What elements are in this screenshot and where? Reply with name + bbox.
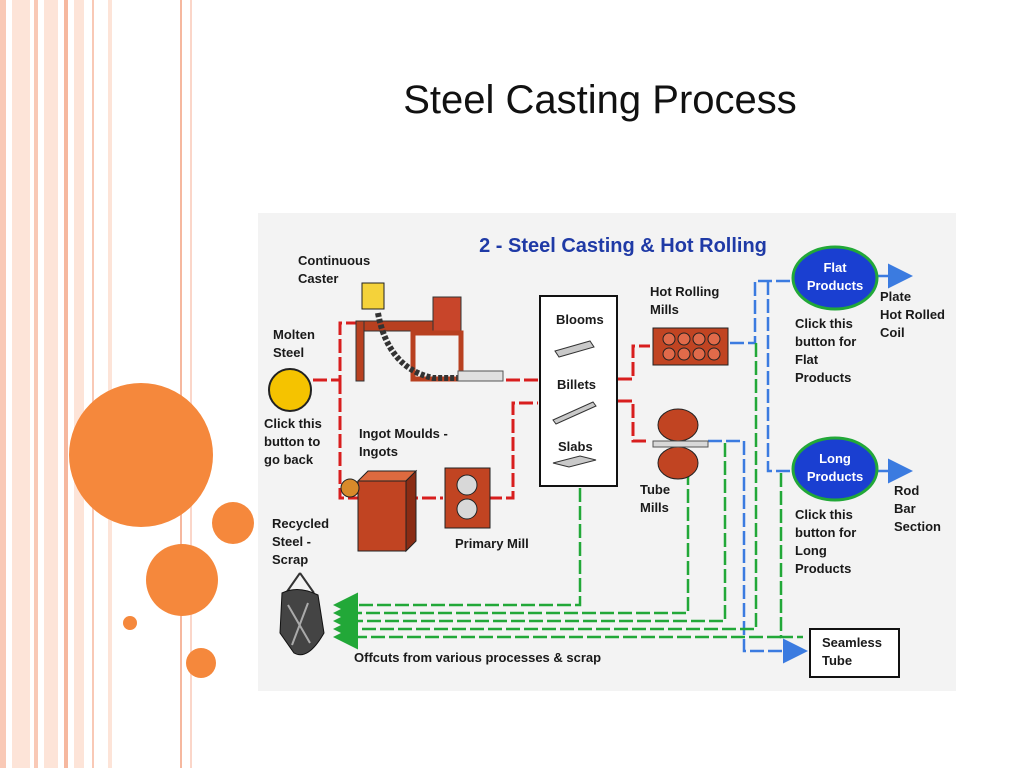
label-go-back-hint: Click this button to go back xyxy=(264,416,322,467)
label-tube-mills: Tube Mills xyxy=(640,482,671,515)
label-recycled-scrap: Recycled Steel - Scrap xyxy=(272,516,330,567)
label-ingot-moulds: Ingot Moulds - Ingots xyxy=(359,426,448,459)
label-blooms: Blooms xyxy=(556,312,604,327)
primary-mill-icon xyxy=(444,467,491,529)
bloom-icon xyxy=(554,340,595,358)
green-flow-lines xyxy=(333,343,803,650)
continuous-caster-icon xyxy=(355,282,504,382)
diagram-title: 2 - Steel Casting & Hot Rolling xyxy=(479,235,767,257)
flat-products-button-label[interactable]: Flat Products xyxy=(806,260,864,293)
tube-mill-icon xyxy=(652,408,709,480)
process-diagram: 2 - Steel Casting & Hot Rolling Continuo… xyxy=(258,213,956,691)
label-flat-products-hint: Click this button for Flat Products xyxy=(795,316,857,385)
hot-rolling-mill-icon xyxy=(652,327,729,366)
blue-flow-lines xyxy=(708,263,913,664)
label-billets: Billets xyxy=(557,377,597,392)
molten-steel-button[interactable] xyxy=(268,368,312,412)
semi-finished-products-box xyxy=(539,295,618,487)
ingot-mould-icon xyxy=(340,469,418,553)
label-primary-mill: Primary Mill xyxy=(455,536,529,551)
label-molten-steel: Molten Steel xyxy=(273,327,315,360)
long-products-button-label[interactable]: Long Products xyxy=(806,451,864,484)
decorative-stripes xyxy=(0,0,192,768)
long-products-button[interactable] xyxy=(791,436,879,502)
label-rod-bar-section: Rod Bar Section xyxy=(894,483,941,534)
red-flow-lines xyxy=(313,321,650,500)
seamless-tube-box xyxy=(809,628,900,678)
flat-products-button[interactable] xyxy=(791,245,879,311)
label-hot-rolling-mills: Hot Rolling Mills xyxy=(650,284,720,317)
label-plate-coil: Plate Hot Rolled Coil xyxy=(880,289,945,340)
decorative-circles xyxy=(69,383,254,678)
label-slabs: Slabs xyxy=(558,439,593,454)
label-continuous-caster: Continuous Caster xyxy=(298,253,371,286)
label-long-products-hint: Click this button for Long Products xyxy=(795,507,857,576)
label-offcuts: Offcuts from various processes & scrap xyxy=(354,650,602,665)
diagram-graphics xyxy=(268,245,913,678)
seamless-tube-label: Seamless Tube xyxy=(822,635,882,668)
slide-title: Steel Casting Process xyxy=(403,78,797,122)
scrap-grab-icon xyxy=(279,572,325,656)
billet-icon xyxy=(552,401,597,425)
slab-icon xyxy=(552,455,597,468)
